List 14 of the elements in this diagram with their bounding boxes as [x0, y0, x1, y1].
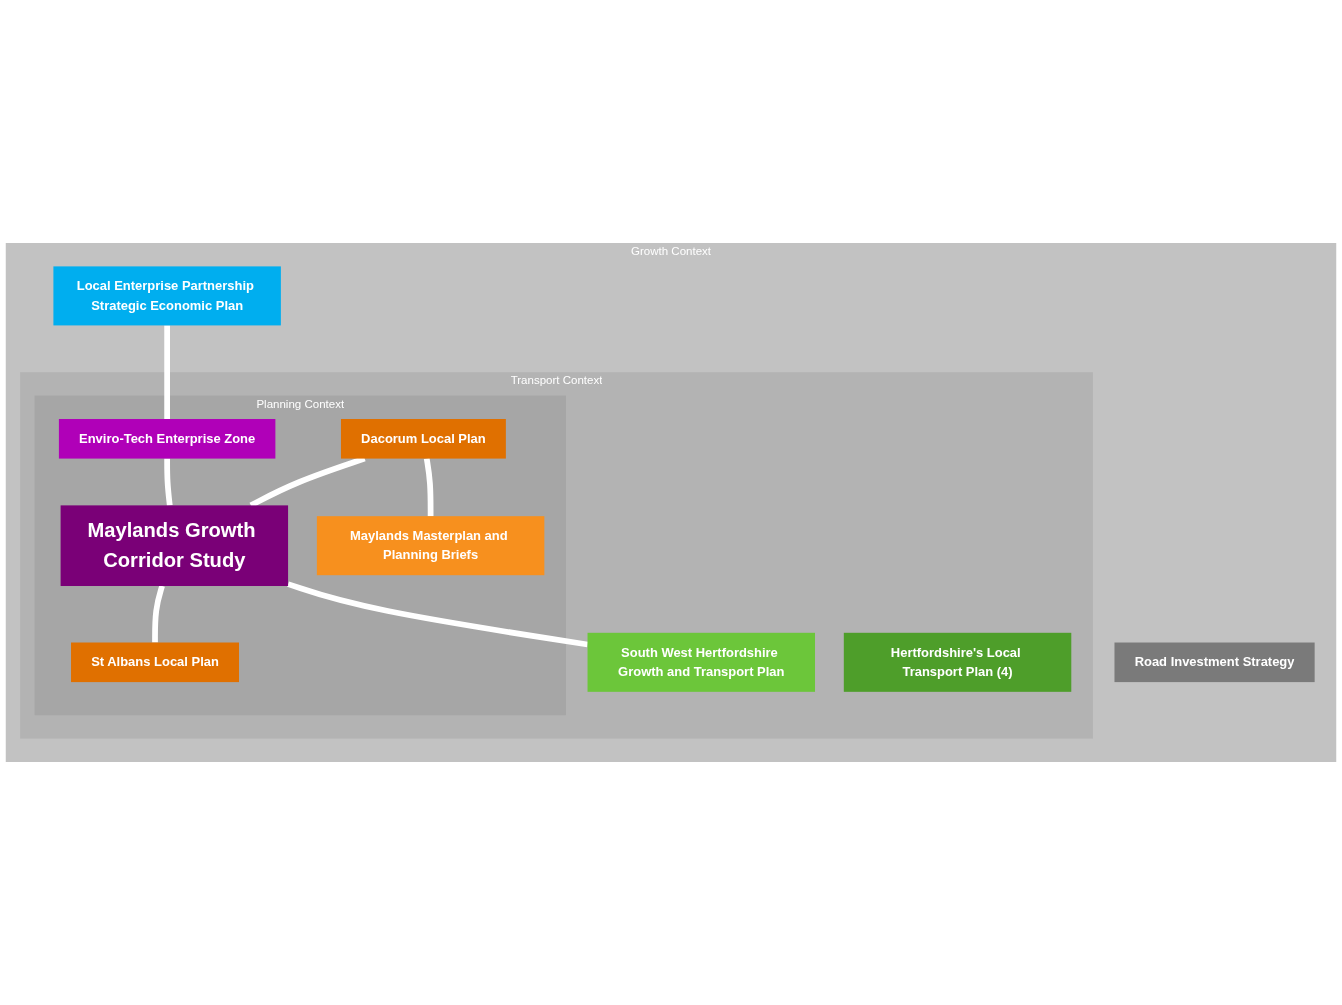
- connector: [287, 581, 588, 648]
- connector: [164, 458, 173, 506]
- connector: [164, 325, 170, 419]
- node-box: Maylands Masterplan and Planning Briefs: [316, 516, 545, 576]
- node-box: Maylands Growth Corridor Study: [60, 505, 289, 586]
- node-box: St Albans Local Plan: [71, 642, 239, 683]
- node-box: Enviro-Tech Enterprise Zone: [58, 419, 276, 459]
- node-box: Road Investment Strategy: [1114, 642, 1315, 683]
- node-box: Hertfordshire's Local Transport Plan (4): [843, 632, 1072, 692]
- node-box: Local Enterprise Partnership Strategic Economic Plan: [53, 266, 281, 326]
- connector: [152, 585, 165, 643]
- connector: [423, 458, 434, 517]
- node-box: South West Hertfordshire Growth and Transport Plan: [587, 632, 815, 692]
- node-box: Dacorum Local Plan: [340, 419, 506, 459]
